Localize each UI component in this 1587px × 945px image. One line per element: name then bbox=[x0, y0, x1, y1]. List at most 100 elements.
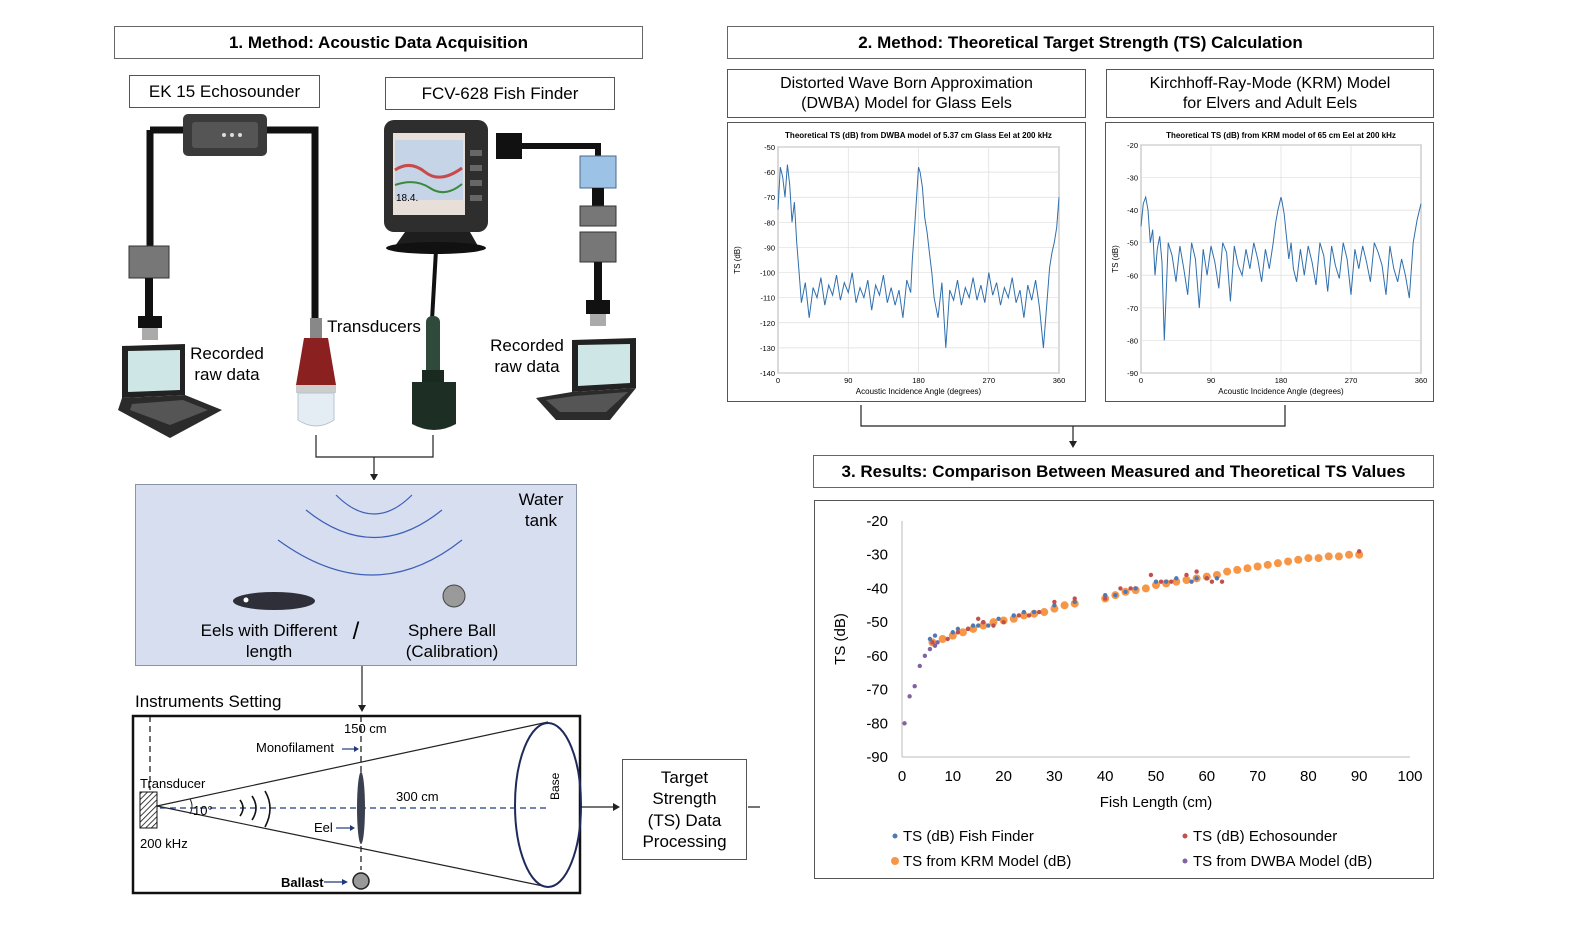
scatter-point bbox=[989, 618, 998, 627]
scatter-point bbox=[948, 631, 957, 640]
scatter-point bbox=[1263, 560, 1272, 569]
echosounder-label-box: EK 15 Echosounder bbox=[129, 75, 320, 108]
scatter-point bbox=[950, 630, 955, 635]
scatter-point bbox=[927, 646, 933, 652]
ts-data-processing-box: Target Strength (TS) Data Processing bbox=[622, 759, 747, 860]
transducers-label: Transducers bbox=[327, 317, 421, 336]
scatter-point bbox=[979, 621, 988, 630]
eel-label: Eel bbox=[314, 820, 333, 835]
echosounder-unit-icon bbox=[146, 114, 319, 330]
scatter-point bbox=[945, 636, 950, 642]
legend-marker bbox=[891, 857, 899, 865]
krm-chart: Theoretical TS (dB) from KRM model of 65… bbox=[1111, 131, 1427, 396]
section3-title-text: 3. Results: Comparison Between Measured … bbox=[841, 461, 1406, 481]
x-tick-label: 90 bbox=[1351, 768, 1368, 785]
y-tick-label: -90 bbox=[764, 243, 775, 252]
legend-label: TS from DWBA Model (dB) bbox=[1193, 853, 1372, 870]
scatter-point bbox=[1052, 599, 1057, 605]
scatter-point bbox=[970, 623, 976, 628]
y-tick-label: -100 bbox=[760, 269, 775, 278]
scatter-point bbox=[935, 640, 940, 645]
scatter-point bbox=[965, 626, 971, 632]
scatter-point bbox=[1026, 613, 1032, 618]
scatter-point bbox=[958, 628, 967, 637]
y-tick-label: -80 bbox=[1127, 336, 1138, 345]
scatter-point bbox=[1219, 579, 1225, 584]
dwba-title-box: Distorted Wave Born Approximation (DWBA)… bbox=[727, 69, 1086, 118]
chart-title: Theoretical TS (dB) from DWBA model of 5… bbox=[785, 131, 1052, 140]
scatter-point bbox=[927, 636, 933, 642]
ts-series-line bbox=[777, 164, 1060, 348]
scatter-point bbox=[1253, 562, 1262, 571]
scatter-point bbox=[1016, 613, 1022, 618]
scatter-point bbox=[1133, 586, 1138, 591]
legend-label: TS (dB) Fish Finder bbox=[903, 828, 1034, 845]
x-tick-label: 100 bbox=[1397, 768, 1422, 785]
y-axis-label: TS (dB) bbox=[733, 246, 742, 274]
y-tick-label: -60 bbox=[1127, 271, 1138, 280]
x-tick-label: 180 bbox=[912, 376, 925, 385]
y-tick-label: -40 bbox=[1127, 206, 1138, 215]
y-tick-label: -80 bbox=[866, 715, 888, 732]
y-tick-label: -50 bbox=[764, 143, 775, 152]
x-tick-label: 90 bbox=[844, 376, 852, 385]
echosounder-label: EK 15 Echosounder bbox=[148, 81, 301, 101]
legend-marker bbox=[1182, 858, 1188, 864]
scatter-point bbox=[1243, 564, 1252, 573]
sonar-waves bbox=[233, 494, 466, 610]
y-tick-label: -120 bbox=[760, 319, 775, 328]
scatter-point bbox=[1011, 613, 1016, 618]
x-tick-label: 180 bbox=[1275, 376, 1288, 385]
y-tick-label: -110 bbox=[761, 294, 775, 303]
scatter-point bbox=[1163, 579, 1169, 584]
scatter-point bbox=[1019, 611, 1028, 620]
scatter-point bbox=[981, 619, 986, 625]
x-tick-label: 50 bbox=[1148, 768, 1165, 785]
y-tick-label: -50 bbox=[1127, 239, 1138, 248]
scatter-point bbox=[1304, 554, 1313, 563]
scatter-point bbox=[907, 694, 912, 699]
scatter-point bbox=[1314, 554, 1323, 563]
scatter-point bbox=[1021, 609, 1027, 615]
scatter-point bbox=[938, 635, 947, 643]
x-tick-label: 270 bbox=[1345, 376, 1358, 385]
scatter-point bbox=[1284, 557, 1293, 566]
section3-title: 3. Results: Comparison Between Measured … bbox=[813, 455, 1434, 488]
frequency-label: 200 kHz bbox=[140, 836, 188, 851]
x-tick-label: 90 bbox=[1207, 376, 1215, 385]
y-tick-label: -30 bbox=[1127, 174, 1138, 183]
x-axis-label: Acoustic Incidence Angle (degrees) bbox=[1218, 387, 1344, 396]
scatter-point bbox=[1324, 552, 1333, 561]
fishfinder-unit-icon bbox=[384, 120, 488, 254]
y-tick-label: -70 bbox=[866, 682, 888, 699]
scatter-point bbox=[955, 626, 961, 632]
y-tick-label: -70 bbox=[764, 193, 775, 202]
dwba-chart-panel: Theoretical TS (dB) from DWBA model of 5… bbox=[727, 122, 1086, 402]
scatter-point bbox=[1204, 576, 1209, 581]
scatter-point bbox=[1345, 550, 1354, 559]
scatter-point bbox=[986, 623, 991, 628]
distance-300-label: 300 cm bbox=[396, 789, 439, 804]
ts-data-processing-label: Target Strength (TS) Data Processing bbox=[642, 768, 727, 851]
scatter-point bbox=[1182, 576, 1191, 584]
base-label: Base bbox=[548, 772, 562, 800]
krm-title: Kirchhoff-Ray-Mode (KRM) Model for Elver… bbox=[1149, 75, 1391, 112]
x-tick-label: 70 bbox=[1249, 768, 1266, 785]
scatter-point bbox=[1334, 552, 1343, 561]
chart-title: Theoretical TS (dB) from KRM model of 65… bbox=[1166, 131, 1396, 140]
y-tick-label: -90 bbox=[1127, 369, 1138, 378]
y-tick-label: -50 bbox=[866, 614, 888, 631]
x-tick-label: 0 bbox=[1139, 376, 1143, 385]
scatter-point bbox=[932, 643, 938, 648]
section2-title-text: 2. Method: Theoretical Target Strength (… bbox=[858, 32, 1303, 52]
x-tick-label: 0 bbox=[898, 768, 906, 785]
scatter-point bbox=[1103, 592, 1108, 598]
scatter-point bbox=[902, 721, 907, 726]
scatter-point bbox=[1128, 586, 1133, 591]
dwba-chart: Theoretical TS (dB) from DWBA model of 5… bbox=[733, 131, 1065, 396]
y-tick-label: -90 bbox=[866, 749, 888, 766]
y-tick-label: -70 bbox=[1127, 304, 1138, 313]
fishfinder-screen-reading: 18.4. bbox=[396, 193, 419, 204]
legend-marker bbox=[892, 833, 898, 839]
